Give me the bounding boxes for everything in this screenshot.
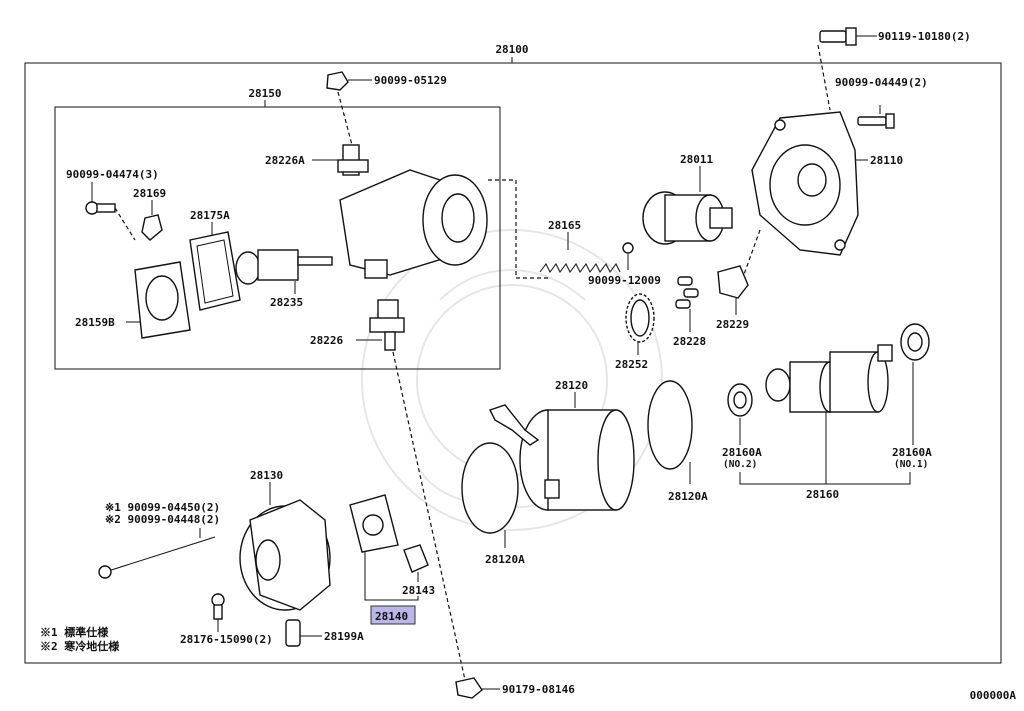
part-28160A-bearing-no2[interactable] (727, 383, 753, 417)
assembly-frame (24, 62, 1002, 664)
label-90099-05129[interactable]: 90099-05129 (374, 74, 447, 87)
nut-90099-05129[interactable] (326, 71, 349, 91)
label-28160A-no2-sub: (NO.2) (723, 459, 757, 470)
ball-90099-12009[interactable] (622, 242, 634, 254)
label-28160A-no1-sub: (NO.1) (894, 459, 928, 470)
part-28165-spring[interactable] (539, 263, 621, 273)
label-90099-04474[interactable]: 90099-04474(3) (66, 168, 159, 181)
part-28143-brush[interactable] (403, 544, 429, 573)
part-28120-yoke[interactable] (489, 404, 635, 511)
label-28160[interactable]: 28160 (806, 488, 839, 501)
label-28252[interactable]: 28252 (615, 358, 648, 371)
part-28229-retainer[interactable] (717, 265, 749, 299)
label-28159B[interactable]: 28159B (75, 316, 115, 329)
part-28160A-bearing-no1[interactable] (900, 323, 930, 361)
part-28228-rollers[interactable] (675, 276, 699, 309)
part-28169-clip[interactable] (141, 214, 163, 241)
part-28235-plunger[interactable] (235, 249, 333, 285)
bolt-through[interactable] (98, 536, 216, 579)
label-28110[interactable]: 28110 (870, 154, 903, 167)
part-28199A-plug[interactable] (285, 619, 301, 647)
label-28176[interactable]: 28176-15090(2) (180, 633, 273, 646)
label-90119[interactable]: 90119-10180(2) (878, 30, 971, 43)
subassembly-frame (54, 106, 501, 370)
screw-28176[interactable] (211, 593, 225, 620)
label-bolt-note2[interactable]: ※2 90099-04448(2) (105, 513, 220, 526)
part-28226-terminal[interactable] (369, 299, 405, 351)
label-28140[interactable]: 28140 (375, 610, 408, 623)
label-28160A-no2[interactable]: 28160A (722, 446, 762, 459)
label-28120[interactable]: 28120 (555, 379, 588, 392)
part-solenoid-body[interactable] (339, 169, 488, 279)
highlight-28140[interactable] (370, 605, 416, 625)
label-28160A-no1[interactable]: 28160A (892, 446, 932, 459)
label-90099-12009[interactable]: 90099-12009 (588, 274, 661, 287)
label-28165[interactable]: 28165 (548, 219, 581, 232)
label-28235[interactable]: 28235 (270, 296, 303, 309)
label-28169[interactable]: 28169 (133, 187, 166, 200)
label-28199A[interactable]: 28199A (324, 630, 364, 643)
screw-90099-04474[interactable] (85, 201, 116, 215)
label-90179-08146[interactable]: 90179-08146 (502, 683, 575, 696)
subassembly-number: 28150 (248, 87, 281, 100)
part-28175A-gasket[interactable] (189, 231, 241, 311)
part-28011-clutch[interactable] (642, 191, 733, 245)
label-28011[interactable]: 28011 (680, 153, 713, 166)
part-28140-brush-holder[interactable] (349, 494, 399, 553)
part-28120A-oring-right[interactable] (647, 380, 693, 470)
label-28229[interactable]: 28229 (716, 318, 749, 331)
part-28160-armature[interactable] (765, 344, 893, 413)
label-28226A[interactable]: 28226A (265, 154, 305, 167)
label-28228[interactable]: 28228 (673, 335, 706, 348)
part-28120A-oring-left[interactable] (461, 442, 519, 534)
label-90099-04449[interactable]: 90099-04449(2) (835, 76, 928, 89)
label-28120A-right[interactable]: 28120A (668, 490, 708, 503)
label-28130[interactable]: 28130 (250, 469, 283, 482)
label-28226[interactable]: 28226 (310, 334, 343, 347)
part-28159B-cover[interactable] (134, 261, 191, 339)
part-28226A-terminal[interactable] (337, 144, 369, 176)
label-bolt-note1[interactable]: ※1 90099-04450(2) (105, 501, 220, 514)
bolt-90099-04449[interactable] (857, 113, 895, 129)
page-code: 000000A (970, 689, 1017, 702)
label-28143[interactable]: 28143 (402, 584, 435, 597)
label-28175A[interactable]: 28175A (190, 209, 230, 222)
label-28120A-left[interactable]: 28120A (485, 553, 525, 566)
part-28130-end-frame[interactable] (239, 499, 331, 611)
part-28110-housing[interactable] (751, 111, 859, 256)
part-28252-gear[interactable] (625, 293, 655, 343)
legend-line-1: ※1 標準仕様 (40, 625, 109, 639)
nut-90179-08146[interactable] (455, 677, 483, 699)
bolt-90119[interactable] (819, 27, 857, 46)
assembly-number: 28100 (495, 43, 528, 56)
legend-line-2: ※2 寒冷地仕様 (40, 639, 120, 653)
